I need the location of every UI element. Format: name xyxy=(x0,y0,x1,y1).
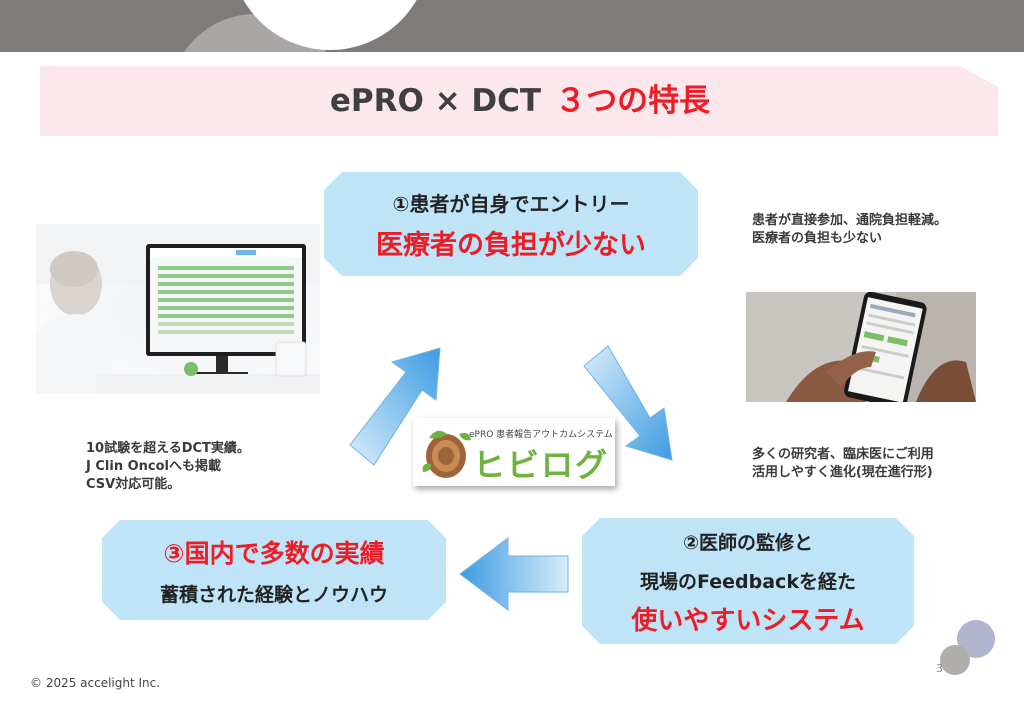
arrow-down-right-icon xyxy=(583,345,673,461)
copyright-footer: © 2025 accelight Inc. xyxy=(30,676,161,690)
logo-subtitle: ePRO 患者報告アウトカムシステム xyxy=(469,430,613,440)
feature-2-line-3: 使いやすいシステム xyxy=(631,606,865,636)
title-main: ePRO × DCT xyxy=(329,83,542,119)
note-line: CSV対応可能。 xyxy=(86,477,181,492)
arrow-left-icon xyxy=(459,537,569,611)
logo-name: ヒビログ xyxy=(473,446,610,484)
page-title: ePRO × DCT ３つの特長 xyxy=(0,66,1024,136)
feature-1-line-2: 医療者の負担が少ない xyxy=(376,230,646,261)
note-line: 医療者の負担も少ない xyxy=(752,231,883,246)
feature-3-title: ③国内で多数の実績 xyxy=(163,539,385,568)
feature-box-2: ②医師の監修と 現場のFeedbackを経た 使いやすいシステム xyxy=(582,518,914,644)
note-line: J Clin Oncolへも掲載 xyxy=(86,459,221,474)
note-left: 10試験を超えるDCT実績。 J Clin Oncolへも掲載 CSV対応可能。 xyxy=(86,440,250,494)
hibilog-logo: ePRO 患者報告アウトカムシステム ヒビログ xyxy=(413,418,615,486)
top-band xyxy=(0,0,1024,52)
smartphone-illustration xyxy=(746,292,976,402)
feature-2-line-1: ②医師の監修と xyxy=(682,532,814,554)
page-number: 3 xyxy=(936,662,943,675)
feature-1-line-1: ①患者が自身でエントリー xyxy=(392,192,630,216)
arrow-up-right-icon xyxy=(349,347,441,466)
note-line: 10試験を超えるDCT実績。 xyxy=(86,441,250,456)
feature-2-line-2: 現場のFeedbackを経た xyxy=(640,571,856,593)
doctor-monitor-photo xyxy=(36,224,320,394)
note-top-right: 患者が直接参加、通院負担軽減。 医療者の負担も少ない xyxy=(752,212,947,248)
feature-3-line-1: ③国内で多数の実績 xyxy=(102,534,446,570)
note-line: 多くの研究者、臨床医にご利用 xyxy=(752,447,934,462)
decorative-circle xyxy=(940,645,970,675)
smartphone-photo xyxy=(746,292,976,402)
title-accent: ３つの特長 xyxy=(555,83,711,119)
title-banner xyxy=(40,66,998,136)
note-bottom-right: 多くの研究者、臨床医にご利用 活用しやすく進化(現在進行形) xyxy=(752,446,934,482)
feature-box-1: ①患者が自身でエントリー 医療者の負担が少ない xyxy=(324,172,698,276)
feature-3-line-2: 蓄積された経験とノウハウ xyxy=(159,584,388,606)
note-line: 患者が直接参加、通院負担軽減。 xyxy=(752,213,948,228)
doctor-monitor-illustration xyxy=(36,224,320,394)
log-icon xyxy=(422,430,471,478)
note-line: 活用しやすく進化(現在進行形) xyxy=(752,465,933,480)
feature-box-3: ③国内で多数の実績 蓄積された経験とノウハウ xyxy=(102,520,446,620)
